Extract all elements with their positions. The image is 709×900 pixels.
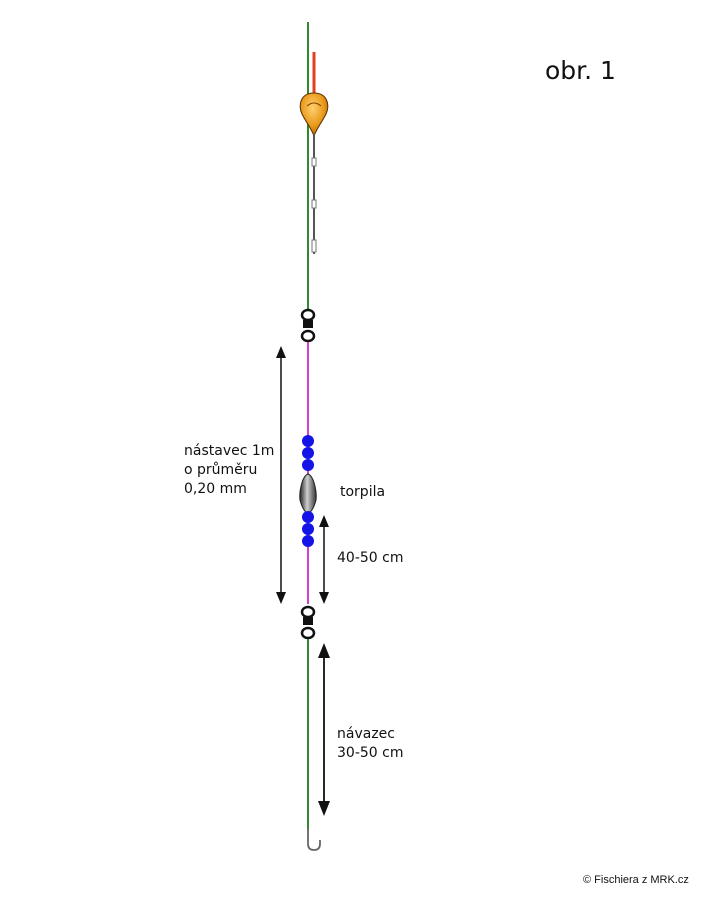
swivel-icon-bottom xyxy=(300,605,316,640)
swivel-icon xyxy=(300,308,316,343)
extension-label-line1: nástavec 1m xyxy=(184,443,275,459)
sinker-label: torpila xyxy=(340,484,386,500)
arrow-icon-sinker-distance xyxy=(319,515,329,604)
sinker-distance-label: 40-50 cm xyxy=(337,550,404,566)
arrow-icon-leader xyxy=(318,643,330,816)
float-icon xyxy=(299,52,329,254)
bead-icon-lower xyxy=(302,511,314,547)
copyright-credit: © Fischiera z MRK.cz xyxy=(583,874,689,886)
arrow-icon-extension xyxy=(276,346,286,604)
hook-icon xyxy=(307,828,321,851)
leader-label-line1: návazec xyxy=(337,726,395,742)
extension-label-line3: 0,20 mm xyxy=(184,481,247,497)
sinker-icon xyxy=(299,473,317,515)
leader-label-line2: 30-50 cm xyxy=(337,745,404,761)
extension-label-line2: o průměru xyxy=(184,462,258,478)
bead-icon-upper xyxy=(302,435,314,471)
figure-title: obr. 1 xyxy=(545,56,616,85)
